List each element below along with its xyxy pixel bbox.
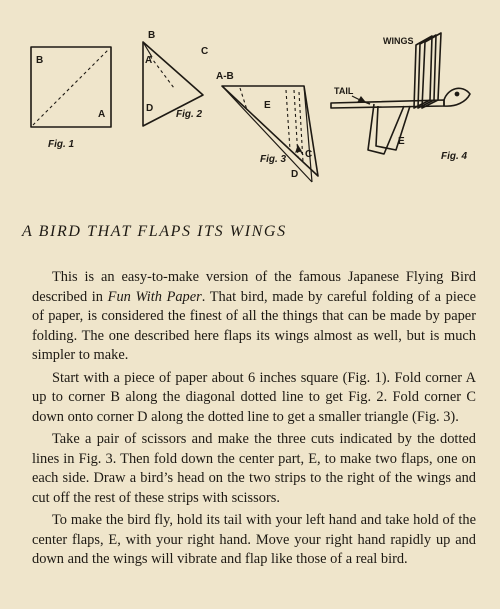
figures-area: B A Fig. 1 B A C D Fig. 2 A-B E C D Fig.…: [0, 0, 500, 200]
intro-text-start: This is an easy-to-make version of the f…: [32, 269, 476, 305]
fig2-fold-line: [149, 55, 175, 89]
fig2-caption: Fig. 2: [176, 109, 203, 120]
figure-drawings: [30, 32, 471, 183]
fig3-label-ab: A-B: [216, 71, 234, 82]
fig3-caption: Fig. 3: [260, 154, 287, 165]
fig2-label-b: B: [148, 30, 156, 41]
fig2-triangle: [142, 41, 204, 127]
paragraph-cut-steps: Take a pair of scissors and make the thr…: [32, 431, 476, 506]
intro-text-end: . That bird, made by careful folding of …: [32, 288, 476, 364]
fig1-label-a: A: [98, 109, 106, 120]
article-body: This is an easy-to-make version of the f…: [32, 268, 476, 570]
fig4-label-e: E: [398, 136, 405, 147]
fig3-label-d: D: [291, 169, 299, 180]
paragraph-fly-steps: To make the bird fly, hold its tail with…: [32, 512, 476, 567]
fig4-flap-e: [367, 103, 405, 155]
fig2-label-d: D: [146, 103, 154, 114]
fig3-label-c: C: [305, 149, 313, 160]
fig1-caption: Fig. 1: [48, 139, 75, 150]
fig4-label-wings: WINGS: [383, 36, 414, 46]
fig4-head: [443, 87, 471, 107]
fig1-square: [30, 46, 112, 128]
fig4-label-tail: TAIL: [334, 86, 354, 96]
paragraph-fold-steps: Start with a piece of paper about 6 inch…: [32, 369, 476, 425]
fig2-label-c: C: [201, 46, 209, 57]
fig2-label-a: A: [145, 55, 153, 66]
fig3-label-e: E: [264, 100, 271, 111]
fig3-triangle: [221, 85, 319, 177]
fig4-caption: Fig. 4: [441, 151, 468, 162]
article-title: A BIRD THAT FLAPS ITS WINGS: [22, 223, 287, 240]
book-title: Fun With Paper: [107, 288, 202, 305]
fig1-label-b: B: [36, 55, 44, 66]
paragraph-intro: This is an easy-to-make version of the f…: [32, 268, 476, 366]
fig3-cut-1: [285, 89, 291, 151]
